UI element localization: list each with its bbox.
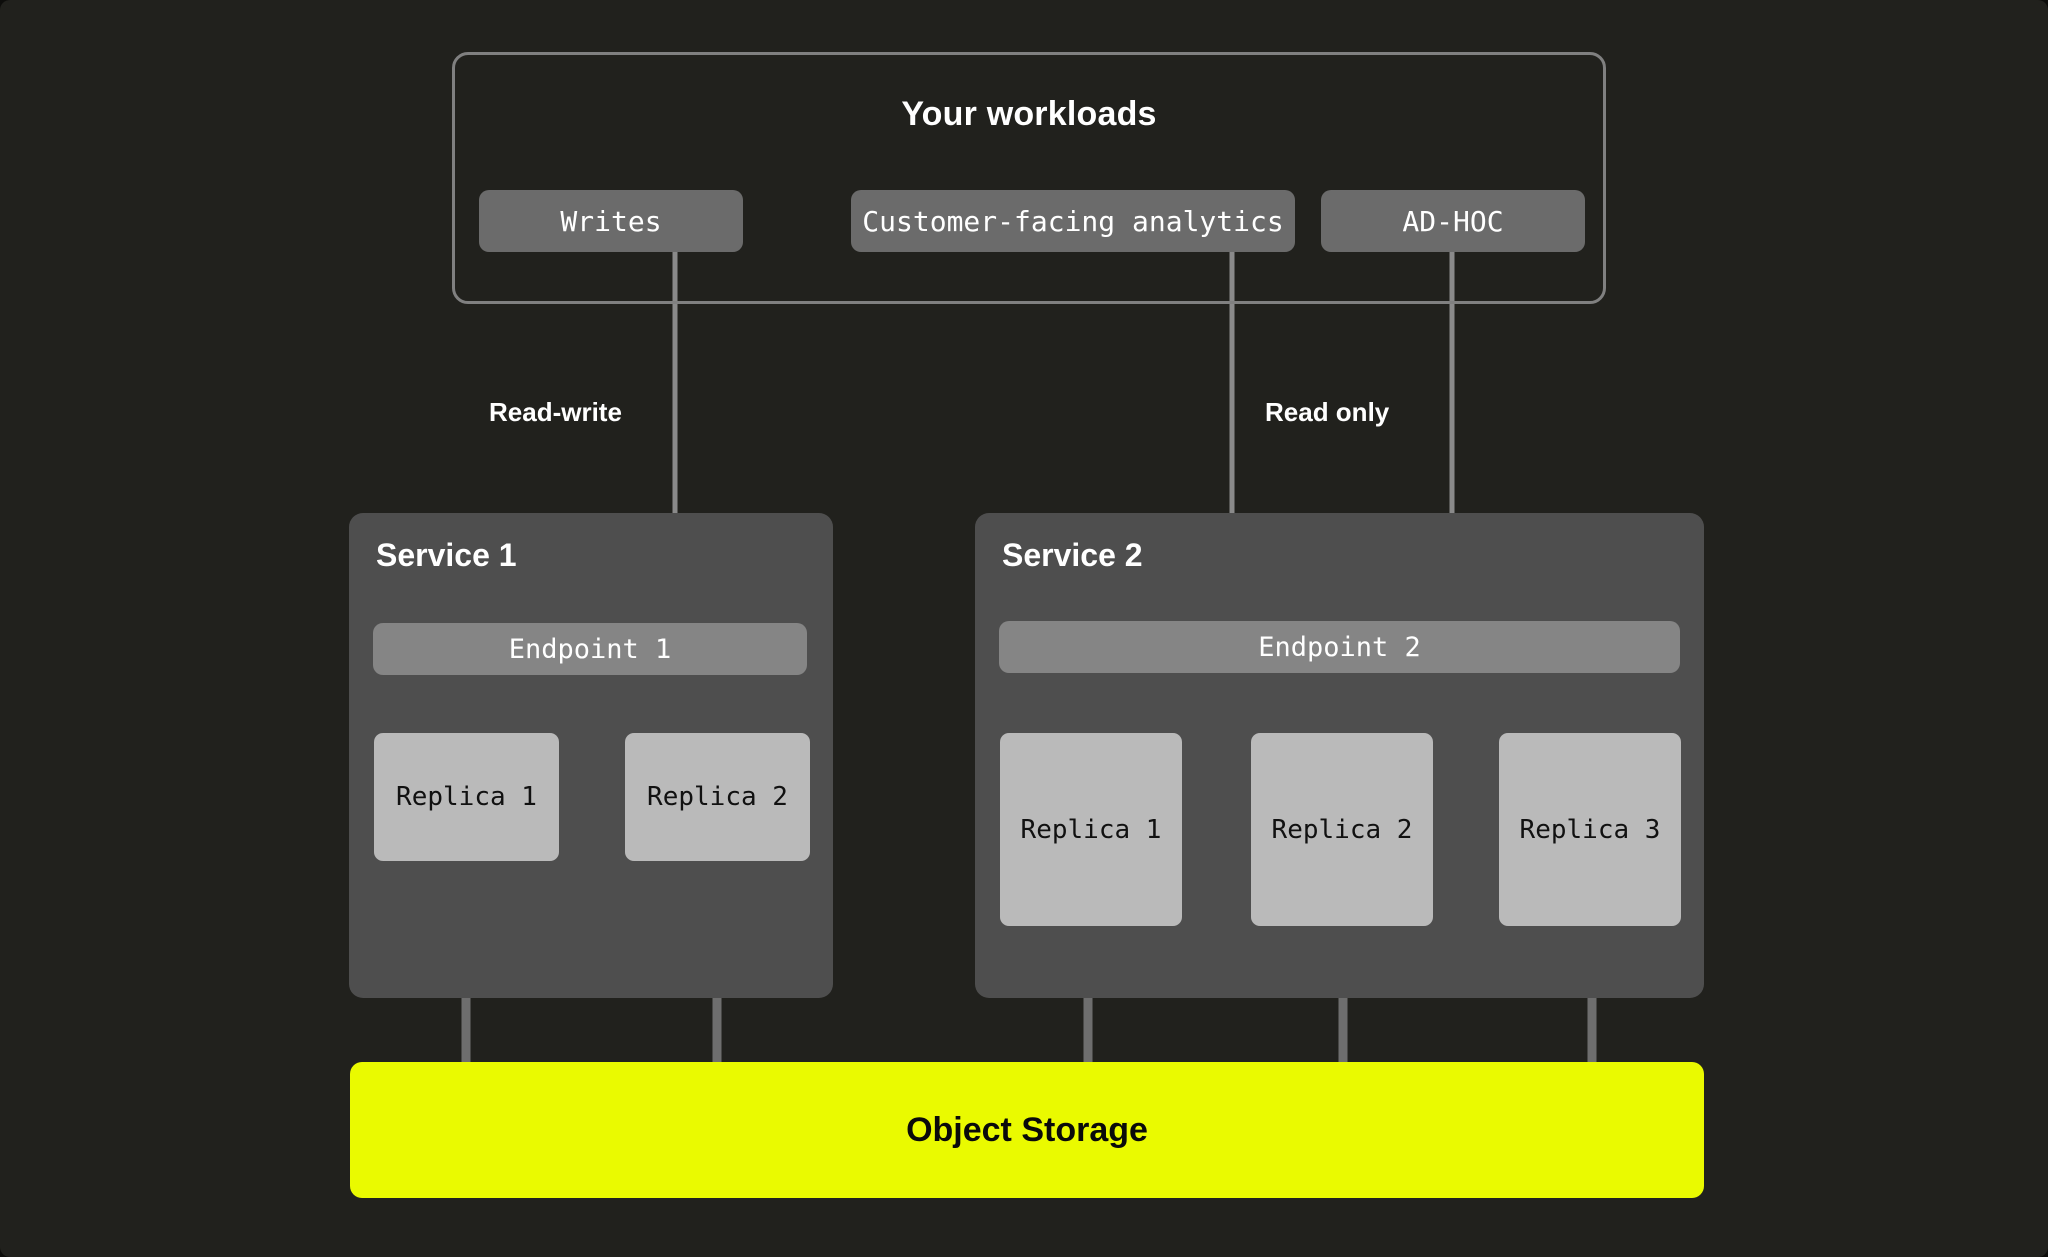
object-storage-bar[interactable]: Object Storage <box>350 1062 1704 1198</box>
service-2-replica-1[interactable]: Replica 1 <box>1000 733 1182 926</box>
service-2-replica-2-label: Replica 2 <box>1271 814 1413 845</box>
workload-chip-customer-facing-analytics[interactable]: Customer-facing analytics <box>851 190 1295 252</box>
endpoint-1-label: Endpoint 1 <box>508 633 672 665</box>
workload-chip-ad-hoc-label: AD-HOC <box>1402 204 1504 238</box>
service-1-replica-2-label: Replica 2 <box>647 782 788 812</box>
service-2-replica-3-label: Replica 3 <box>1519 814 1661 845</box>
object-storage-label: Object Storage <box>906 1110 1148 1149</box>
endpoint-2[interactable]: Endpoint 2 <box>999 621 1680 673</box>
workloads-title: Your workloads <box>901 95 1157 133</box>
workload-chip-ad-hoc[interactable]: AD-HOC <box>1321 190 1585 252</box>
flow-label-read-only: Read only <box>1265 397 1390 427</box>
service-1-title: Service 1 <box>376 537 517 573</box>
service-1-replica-1-label: Replica 1 <box>396 782 537 812</box>
endpoint-1[interactable]: Endpoint 1 <box>373 623 807 675</box>
service-1-replica-2[interactable]: Replica 2 <box>625 733 810 861</box>
service-2-title: Service 2 <box>1002 537 1143 573</box>
workload-chip-writes-label: Writes <box>560 204 662 238</box>
flow-label-read-write: Read-write <box>489 397 622 427</box>
service-2-replica-1-label: Replica 1 <box>1020 814 1162 845</box>
service-1-replica-1[interactable]: Replica 1 <box>374 733 559 861</box>
service-2-replica-2[interactable]: Replica 2 <box>1251 733 1433 926</box>
workload-chip-customer-facing-analytics-label: Customer-facing analytics <box>862 204 1284 238</box>
service-2-replica-3[interactable]: Replica 3 <box>1499 733 1681 926</box>
endpoint-2-label: Endpoint 2 <box>1258 631 1421 663</box>
workload-chip-writes[interactable]: Writes <box>479 190 743 252</box>
workloads-group: Your workloads <box>452 52 1606 304</box>
